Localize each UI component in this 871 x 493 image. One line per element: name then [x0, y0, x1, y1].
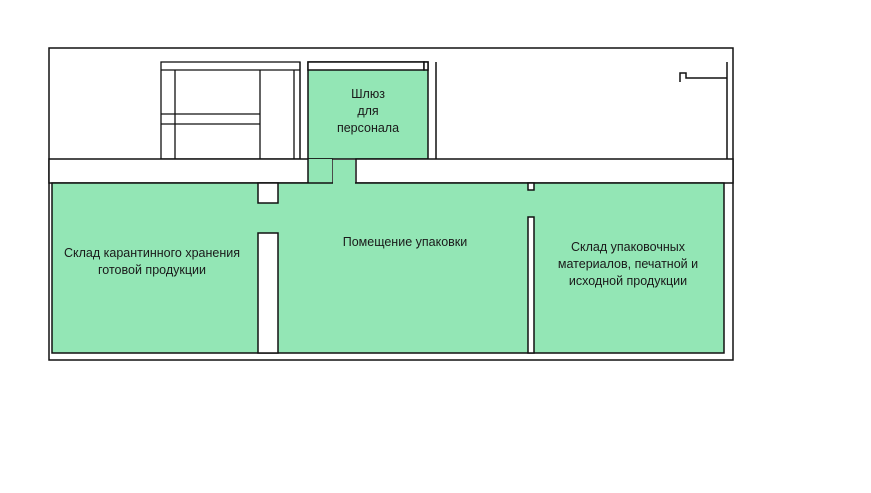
room-airlock: [307, 61, 429, 160]
label-airlock: Шлюз для персонала: [318, 86, 418, 137]
airlock-line-3: персонала: [336, 121, 400, 135]
corridor-opening: [333, 160, 355, 184]
stairwell: [160, 61, 301, 160]
partition-right: [527, 216, 535, 354]
packing-line-1: Помещение упаковки: [342, 235, 468, 249]
column-tiny: [527, 182, 535, 191]
materials-line-1: Склад упаковочных: [570, 240, 685, 254]
label-packing: Помещение упаковки: [320, 234, 490, 251]
materials-line-3: исходной продукции: [568, 274, 688, 288]
airlock-line-1: Шлюз: [351, 87, 385, 101]
partitions: [257, 182, 535, 354]
materials-line-2: материалов, печатной и: [557, 257, 699, 271]
quarantine-line-2: готовой продукции: [98, 263, 206, 277]
top-walls: [307, 61, 728, 159]
label-materials: Склад упаковочных материалов, печатной и…: [538, 239, 718, 290]
airlock-line-2: для: [357, 104, 379, 118]
quarantine-line-1: Склад карантинного хранения: [64, 246, 240, 260]
label-quarantine: Склад карантинного хранения готовой прод…: [52, 245, 252, 279]
column-small: [257, 182, 279, 204]
partition-left: [257, 232, 279, 354]
room-lower-zone: [51, 182, 725, 354]
corridor-walls: [48, 158, 734, 184]
